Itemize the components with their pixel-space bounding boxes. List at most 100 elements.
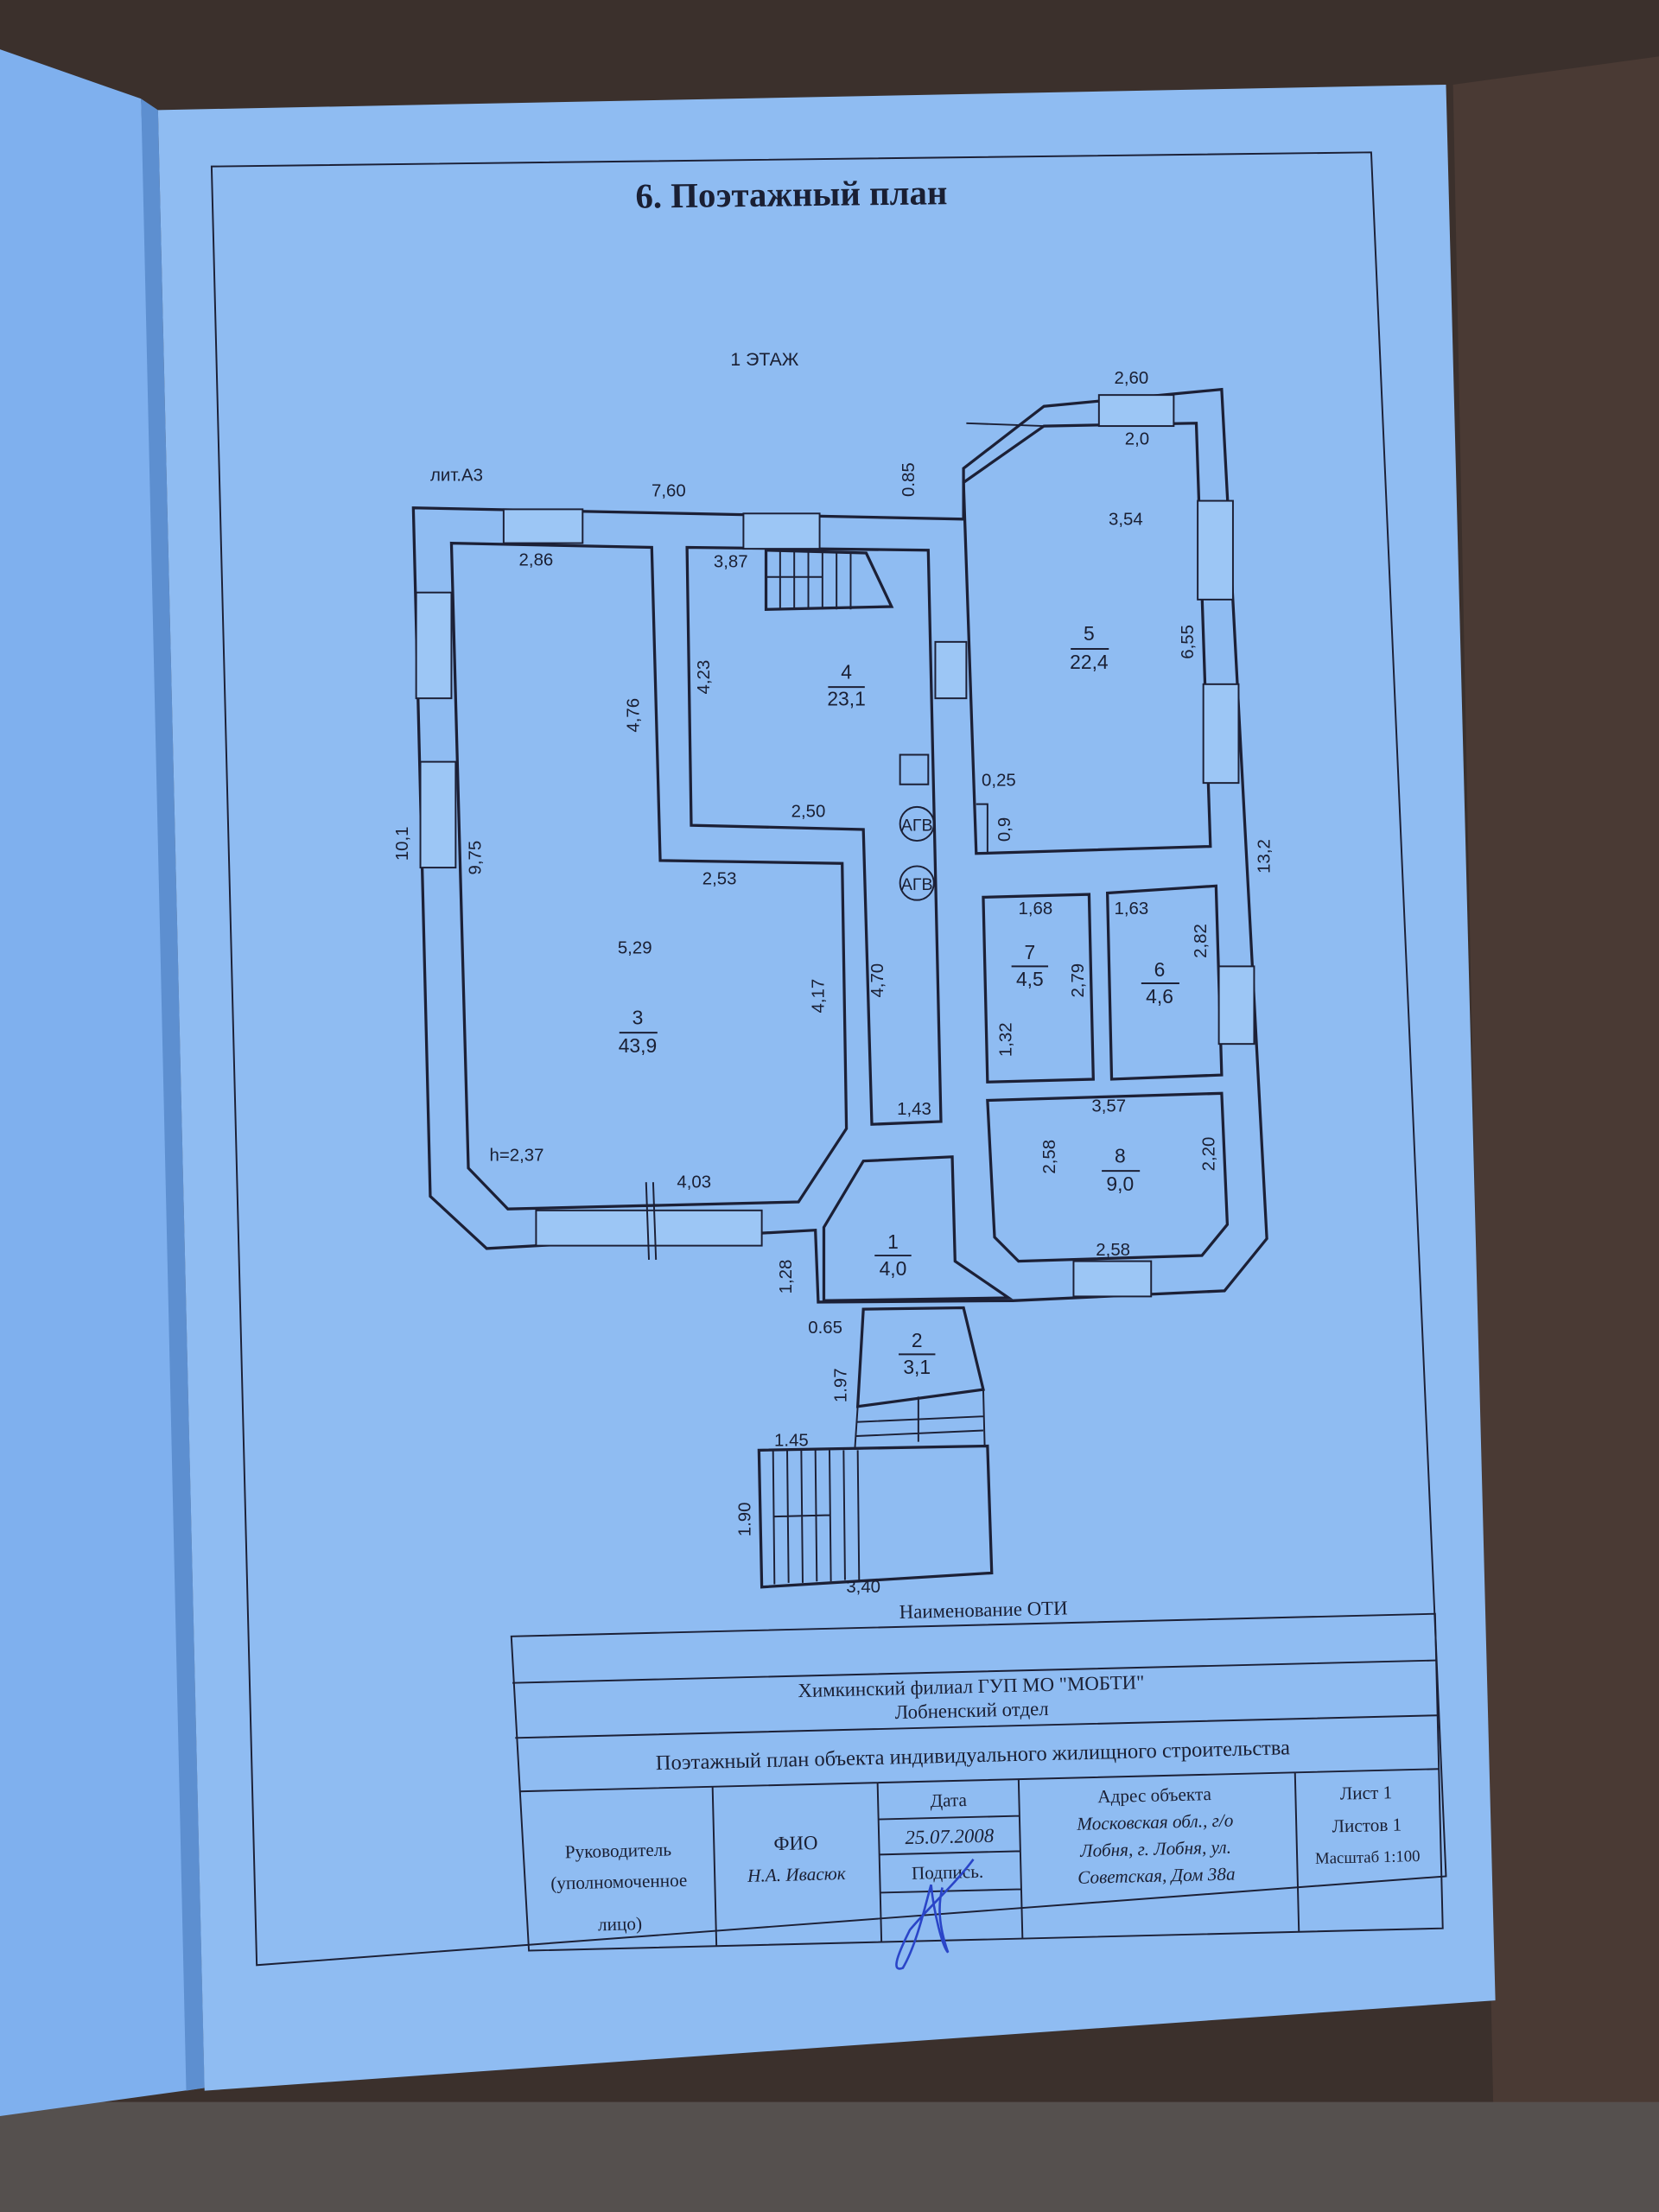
dim-room3-left: 9,75 bbox=[467, 841, 486, 875]
address-line-3: Советская, Дом 38а bbox=[1077, 1863, 1236, 1887]
dim-porch-h: 1.90 bbox=[736, 1503, 755, 1537]
dim-room2-offset: 0.65 bbox=[808, 1319, 842, 1338]
page-title: 6. Поэтажный план bbox=[635, 173, 947, 215]
dim-porch-w: 1.45 bbox=[774, 1431, 809, 1450]
dim-outer-right: 13,2 bbox=[1255, 839, 1274, 874]
dim-room5-niche-h: 0,9 bbox=[995, 817, 1014, 842]
dim-outer-left: 10,1 bbox=[393, 826, 412, 861]
dim-room4-top: 3,87 bbox=[714, 552, 748, 571]
room-2-area: 3,1 bbox=[903, 1356, 931, 1378]
page-frame bbox=[210, 151, 1447, 1967]
room-8-outline bbox=[986, 1091, 1230, 1263]
room-1-outline bbox=[822, 1155, 1014, 1302]
date-value: 25.07.2008 bbox=[905, 1825, 995, 1849]
dim-room7-w: 1,68 bbox=[1019, 899, 1053, 918]
dim-corridor-w: 1,43 bbox=[897, 1100, 931, 1119]
porch-outline bbox=[757, 1444, 994, 1589]
dim-room7-niche: 1,32 bbox=[997, 1022, 1016, 1057]
room-5-outline bbox=[962, 422, 1212, 855]
room-1-number: 1 bbox=[887, 1230, 899, 1253]
dim-right-top: 2,60 bbox=[1115, 369, 1149, 388]
dim-room1-h: 1,28 bbox=[777, 1260, 796, 1294]
dim-right-inner-top: 2,0 bbox=[1125, 429, 1149, 448]
room-4-outline bbox=[685, 545, 943, 1126]
gas-heater-1: АГВ bbox=[899, 805, 935, 842]
dim-room3-right: 4,17 bbox=[809, 979, 828, 1014]
fio-label: ФИО bbox=[773, 1832, 818, 1854]
room-7-area: 4,5 bbox=[1016, 968, 1044, 990]
dim-offset-085: 0.85 bbox=[899, 462, 918, 497]
sheet-number: Лист 1 bbox=[1340, 1782, 1393, 1803]
dim-room7-h: 2,79 bbox=[1069, 963, 1088, 998]
fio-value: Н.А. Ивасюк bbox=[747, 1863, 847, 1886]
dim-room8-bottom: 2,58 bbox=[1096, 1241, 1130, 1260]
room-7-number: 7 bbox=[1024, 941, 1035, 963]
handwritten-signature bbox=[895, 1859, 975, 1970]
dim-corridor-len: 4,70 bbox=[868, 963, 887, 998]
dim-room5-height: 6,55 bbox=[1179, 625, 1198, 659]
dim-room4-left: 4,23 bbox=[695, 660, 714, 695]
org-dept: Лобненский отдел bbox=[894, 1698, 1048, 1723]
floor-bottom bbox=[0, 2101, 1659, 2212]
dim-room3-upper: 4,76 bbox=[625, 698, 644, 733]
dim-room8-right: 2,20 bbox=[1200, 1137, 1219, 1172]
document-page bbox=[157, 84, 1496, 2091]
room-8-area: 9,0 bbox=[1106, 1173, 1134, 1195]
title-block: Наименование ОТИ Химкинский филиал ГУП М… bbox=[510, 1597, 1444, 1952]
dim-room3-top: 2,86 bbox=[519, 551, 554, 570]
room-5-number: 5 bbox=[1084, 622, 1095, 645]
room-5-niche bbox=[976, 803, 988, 854]
room-3-outline bbox=[449, 541, 849, 1211]
porch-stairs bbox=[772, 1450, 861, 1585]
head-label-3: лицо) bbox=[598, 1913, 643, 1935]
dim-room6-w: 1,63 bbox=[1115, 899, 1149, 918]
gas-heater-2: АГВ bbox=[899, 865, 935, 901]
interior-stairs-treads bbox=[766, 551, 852, 610]
date-label: Дата bbox=[930, 1789, 967, 1811]
dim-room5-width: 3,54 bbox=[1109, 510, 1143, 529]
dim-room3-bottom: 4,03 bbox=[677, 1173, 711, 1192]
dim-porch-len: 3,40 bbox=[846, 1578, 880, 1597]
outer-wall bbox=[411, 387, 1268, 1304]
signature-label: Подпись. bbox=[912, 1861, 984, 1884]
room-4-number: 4 bbox=[841, 660, 852, 683]
room-7-outline bbox=[982, 893, 1095, 1084]
dim-top-length: 7,60 bbox=[652, 482, 686, 501]
floor-label: 1 ЭТАЖ bbox=[730, 350, 798, 370]
gas-heater-2-label: АГВ bbox=[901, 875, 933, 894]
sheet-scale: Масштаб 1:100 bbox=[1315, 1847, 1421, 1868]
building-letter: лит.А3 bbox=[430, 467, 483, 486]
room-4-area: 23,1 bbox=[827, 687, 865, 709]
dim-room6-h: 2,82 bbox=[1192, 924, 1211, 958]
address-line-1: Московская обл., г/о bbox=[1076, 1809, 1234, 1834]
dim-room8-top: 3,57 bbox=[1091, 1097, 1126, 1116]
address-line-2: Лобня, г. Лобня, ул. bbox=[1079, 1837, 1231, 1861]
dim-room3-width: 5,29 bbox=[618, 939, 652, 958]
page-fold-shadow bbox=[141, 99, 205, 2091]
dim-room8-left: 2,58 bbox=[1040, 1140, 1059, 1174]
room-5-area: 22,4 bbox=[1070, 651, 1109, 673]
address-label: Адрес объекта bbox=[1097, 1783, 1212, 1807]
room-1-area: 4,0 bbox=[880, 1257, 907, 1280]
floor-plan bbox=[411, 387, 1268, 1589]
door-lines bbox=[645, 422, 1045, 1260]
dim-room2-h: 1.97 bbox=[832, 1368, 851, 1402]
room-8-number: 8 bbox=[1115, 1144, 1126, 1166]
org-heading: Наименование ОТИ bbox=[899, 1597, 1068, 1623]
dim-room3-step: 2,53 bbox=[702, 870, 737, 889]
room-6-area: 4,6 bbox=[1146, 985, 1173, 1007]
leather-texture bbox=[1452, 56, 1659, 2212]
head-label-1: Руководитель bbox=[565, 1839, 672, 1862]
dim-room5-niche-w: 0,25 bbox=[982, 771, 1016, 790]
room-6-outline bbox=[1105, 884, 1224, 1081]
dim-room4-step: 2,50 bbox=[791, 802, 826, 821]
kitchen-stove-icon bbox=[899, 753, 930, 785]
gas-heater-1-label: АГВ bbox=[901, 817, 933, 836]
head-label-2: (уполномоченное bbox=[550, 1870, 688, 1894]
room-3-area: 43,9 bbox=[619, 1034, 657, 1057]
interior-stairs bbox=[764, 549, 894, 611]
room-2-number: 2 bbox=[912, 1329, 923, 1351]
room-3-number: 3 bbox=[632, 1006, 644, 1028]
area-fraction-lines bbox=[619, 648, 1179, 1356]
